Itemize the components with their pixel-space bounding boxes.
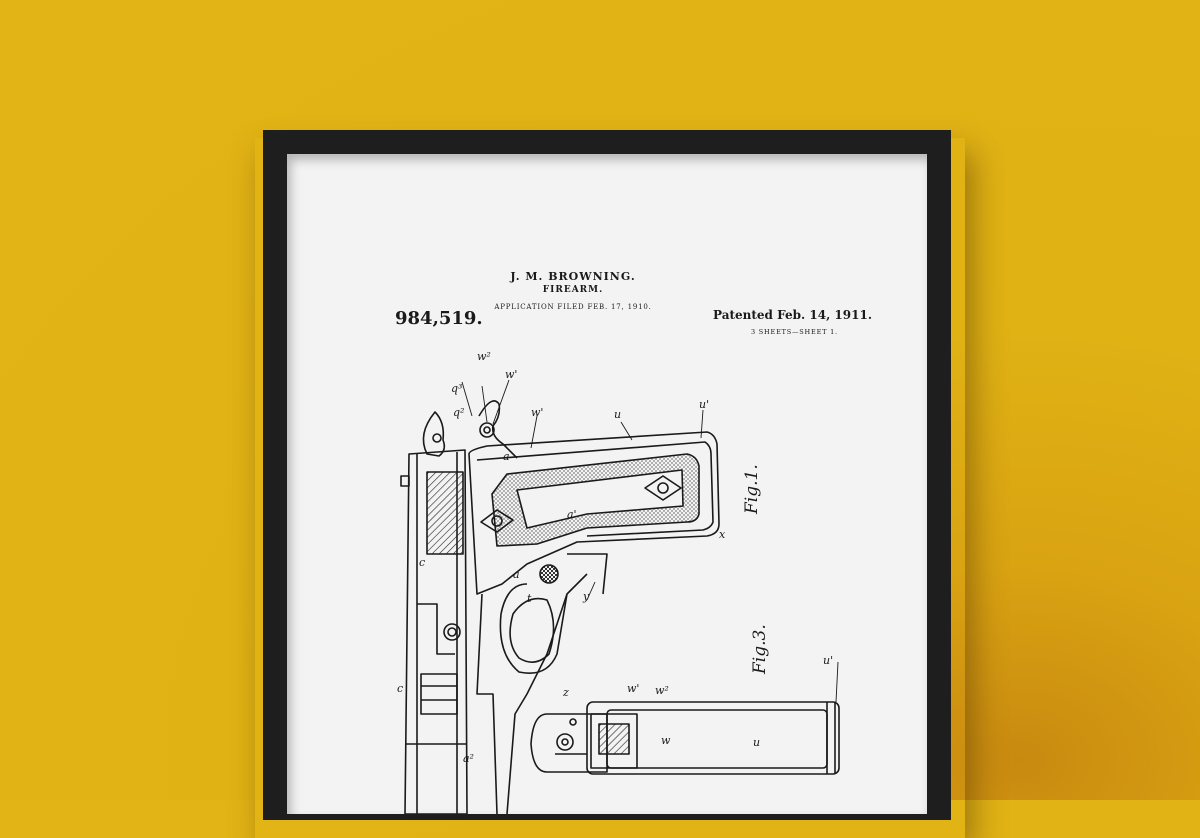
- label-t: t: [527, 592, 532, 605]
- grip-frame: [468, 431, 720, 595]
- trigger-guard: [499, 553, 608, 674]
- label-y: y: [582, 590, 590, 603]
- label-q2: q²: [453, 406, 464, 419]
- label-a-prime: a': [567, 508, 577, 521]
- sheet-count: 3 SHEETS—SHEET 1.: [751, 328, 838, 336]
- pistol-drawing: Fig.1. Fig.3. u u' a' w' w' w² q² q³ a a…: [397, 350, 840, 814]
- label-u-prime: u': [699, 398, 709, 411]
- application-filed: APPLICATION FILED FEB. 17, 1910.: [494, 303, 652, 311]
- slide-serrations: [426, 471, 464, 555]
- label-w-prime-fig3: w': [627, 682, 639, 695]
- label-a2: a²: [463, 752, 474, 765]
- patent-print: J. M. BROWNING. FIREARM. APPLICATION FIL…: [287, 154, 927, 814]
- label-w2: w²: [477, 350, 491, 363]
- label-w-prime-top: w': [531, 406, 543, 419]
- label-a: a: [503, 450, 510, 463]
- grip-safety: [478, 400, 518, 459]
- label-w-fig3: w: [661, 734, 671, 747]
- label-u: u: [614, 408, 621, 421]
- label-w-prime: w': [505, 368, 517, 381]
- label-a-lower: a: [513, 568, 520, 581]
- label-c: c: [419, 556, 425, 569]
- patent-number: 984,519.: [395, 308, 483, 329]
- label-c-lower: c: [397, 682, 403, 695]
- fig1-label: Fig.1.: [742, 464, 762, 515]
- fig3-label: Fig.3.: [750, 624, 770, 675]
- magazine-fig3: [530, 701, 840, 775]
- invention-title: FIREARM.: [542, 285, 604, 295]
- patented-date: Patented Feb. 14, 1911.: [713, 308, 872, 322]
- grip-panel: [480, 453, 700, 547]
- label-u-fig3: u: [753, 736, 760, 749]
- label-q3: q³: [451, 382, 462, 395]
- hammer: [422, 411, 446, 457]
- label-w2-fig3: w²: [655, 684, 669, 697]
- label-u-prime-fig3: u': [823, 654, 833, 667]
- leader-lines: [461, 379, 839, 703]
- label-x: x: [719, 528, 726, 541]
- inventor-name: J. M. BROWNING.: [510, 270, 636, 283]
- slide-details: [405, 603, 467, 745]
- frame-lower: [476, 593, 568, 814]
- label-z: z: [562, 686, 569, 699]
